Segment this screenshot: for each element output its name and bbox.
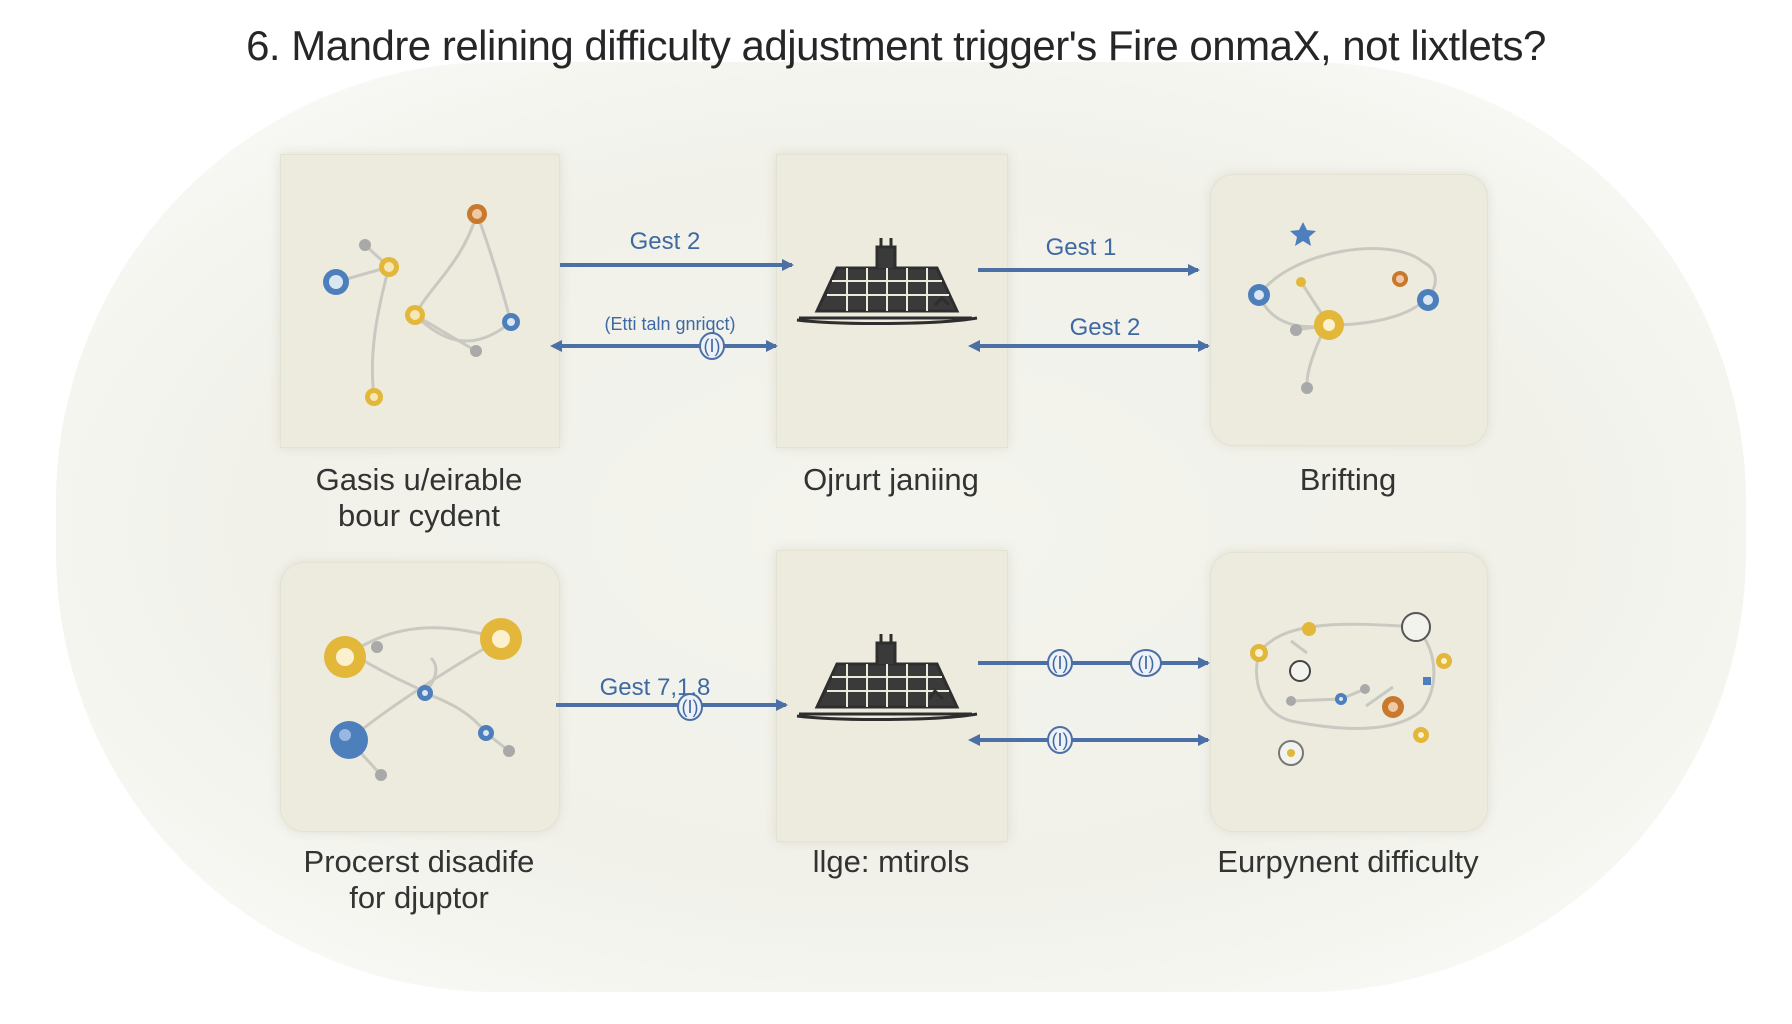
arrow-node-label: (I) — [1051, 653, 1069, 673]
arrow-node-label: (I) — [681, 697, 699, 717]
arrow-node — [1047, 726, 1073, 754]
ship-icon — [796, 238, 978, 326]
network-graph-icon — [323, 204, 520, 406]
panel-bottom-middle — [776, 550, 1008, 842]
arrow-node — [1130, 649, 1162, 677]
arrow-label-gest-2-top: Gest 2 — [629, 228, 701, 255]
arrow-node-label: (I) — [1051, 730, 1069, 750]
panel-top-left-caption: Gasis u/eirable bour cydent — [260, 462, 578, 534]
arrow-node-label: (I) — [1137, 653, 1155, 673]
arrow-node-label: (I) — [703, 336, 721, 356]
network-graph-icon — [1248, 222, 1439, 394]
ship-icon — [796, 634, 978, 722]
star-icon — [1290, 222, 1316, 246]
panel-bottom-right — [1210, 552, 1488, 832]
caption-line: Ojrurt janiing — [803, 462, 979, 497]
caption-line: Procerst disadife — [303, 844, 535, 879]
caption-line: Eurpynent difficulty — [1217, 844, 1479, 879]
panel-top-right — [1210, 174, 1488, 446]
caption-line: Brifting — [1299, 462, 1397, 497]
arrow-node — [699, 332, 725, 360]
caption-line: llge: mtirols — [812, 844, 970, 879]
arrow-label-etti: (Etti taln gnriqct) — [604, 314, 736, 334]
panel-top-middle — [776, 154, 1008, 448]
panel-top-right-caption: Brifting — [1190, 462, 1506, 498]
caption-line: bour cydent — [338, 498, 500, 533]
arrow-node — [1047, 649, 1073, 677]
panel-bottom-left-caption: Procerst disadife for djuptor — [260, 844, 578, 916]
caption-line: for djuptor — [349, 880, 489, 915]
panel-bottom-left — [280, 562, 560, 832]
caption-line: Gasis u/eirable — [315, 462, 523, 497]
arrow-label-gest-7-1-8: Gest 7,1.8 — [599, 674, 711, 701]
panel-bottom-right-caption: Eurpynent difficulty — [1190, 844, 1506, 880]
arrow-label-gest-1: Gest 1 — [1045, 234, 1117, 261]
panel-top-left — [280, 154, 560, 448]
arrow-node — [677, 693, 703, 721]
panel-bottom-middle-caption: llge: mtirols — [736, 844, 1046, 880]
panel-top-middle-caption: Ojrurt janiing — [736, 462, 1046, 498]
network-graph-icon — [324, 618, 522, 781]
diagram-title: 6. Mandre relining difficulty adjustment… — [246, 22, 1546, 69]
arrow-label-gest-2-right: Gest 2 — [1069, 314, 1141, 341]
network-graph-icon — [1250, 612, 1452, 766]
